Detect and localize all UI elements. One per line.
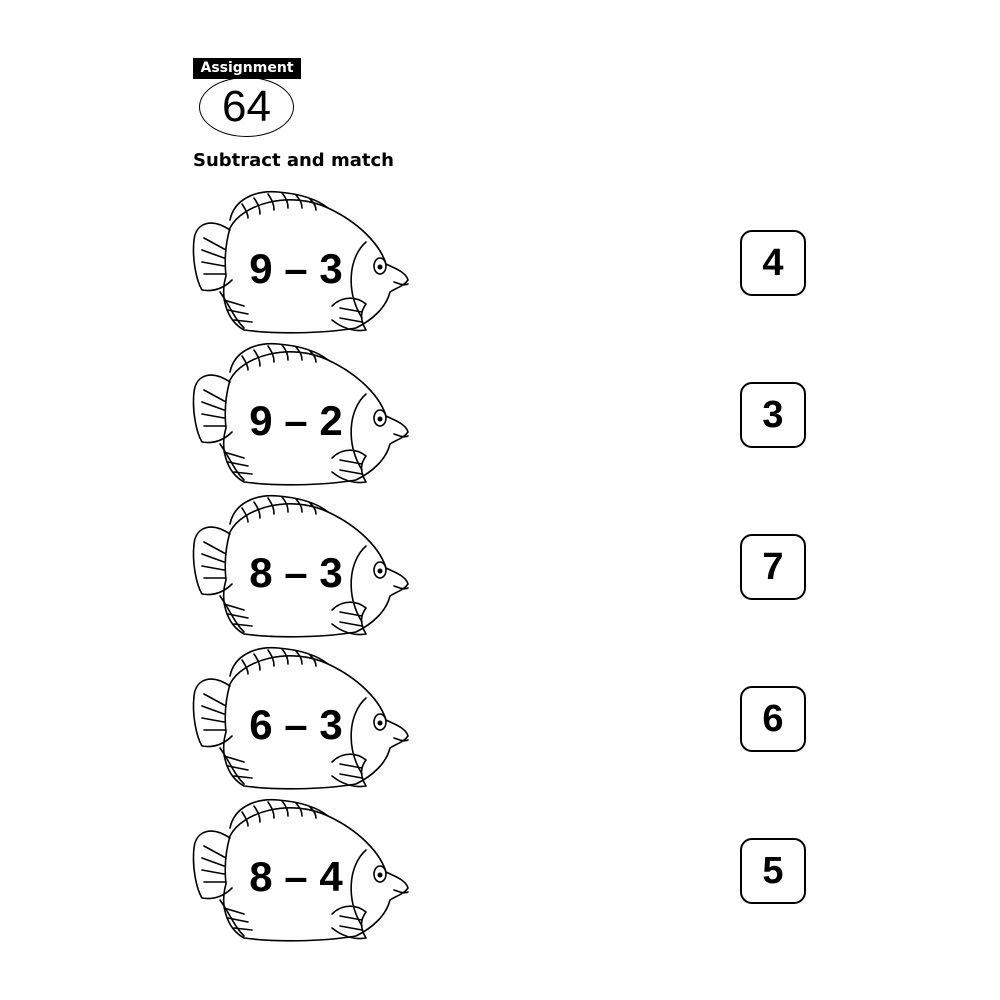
fish-problem-card[interactable]: 8 – 4 <box>190 796 412 942</box>
fish-problem-card[interactable]: 9 – 3 <box>190 188 412 334</box>
answer-box[interactable]: 4 <box>740 230 806 296</box>
fish-problem-card[interactable]: 8 – 3 <box>190 492 412 638</box>
subtraction-problem: 9 – 3 <box>249 245 343 292</box>
fish-icon <box>192 190 409 334</box>
fish-icon <box>192 646 409 790</box>
assignment-number: 64 <box>199 77 294 137</box>
fish-icon <box>192 798 409 942</box>
answer-box[interactable]: 3 <box>740 382 806 448</box>
answer-box[interactable]: 6 <box>740 686 806 752</box>
fish-problem-card[interactable]: 6 – 3 <box>190 644 412 790</box>
fish-icon <box>192 342 409 486</box>
fish-problem-card[interactable]: 9 – 2 <box>190 340 412 486</box>
assignment-label: Assignment <box>193 58 301 79</box>
answer-box[interactable]: 5 <box>740 838 806 904</box>
subtraction-problem: 6 – 3 <box>249 701 343 748</box>
subtraction-problem: 9 – 2 <box>249 397 343 444</box>
subtraction-problem: 8 – 4 <box>249 853 343 900</box>
subtraction-problem: 8 – 3 <box>249 549 343 596</box>
instructions-text: Subtract and match <box>193 150 394 171</box>
answer-box[interactable]: 7 <box>740 534 806 600</box>
fish-icon <box>192 494 409 638</box>
